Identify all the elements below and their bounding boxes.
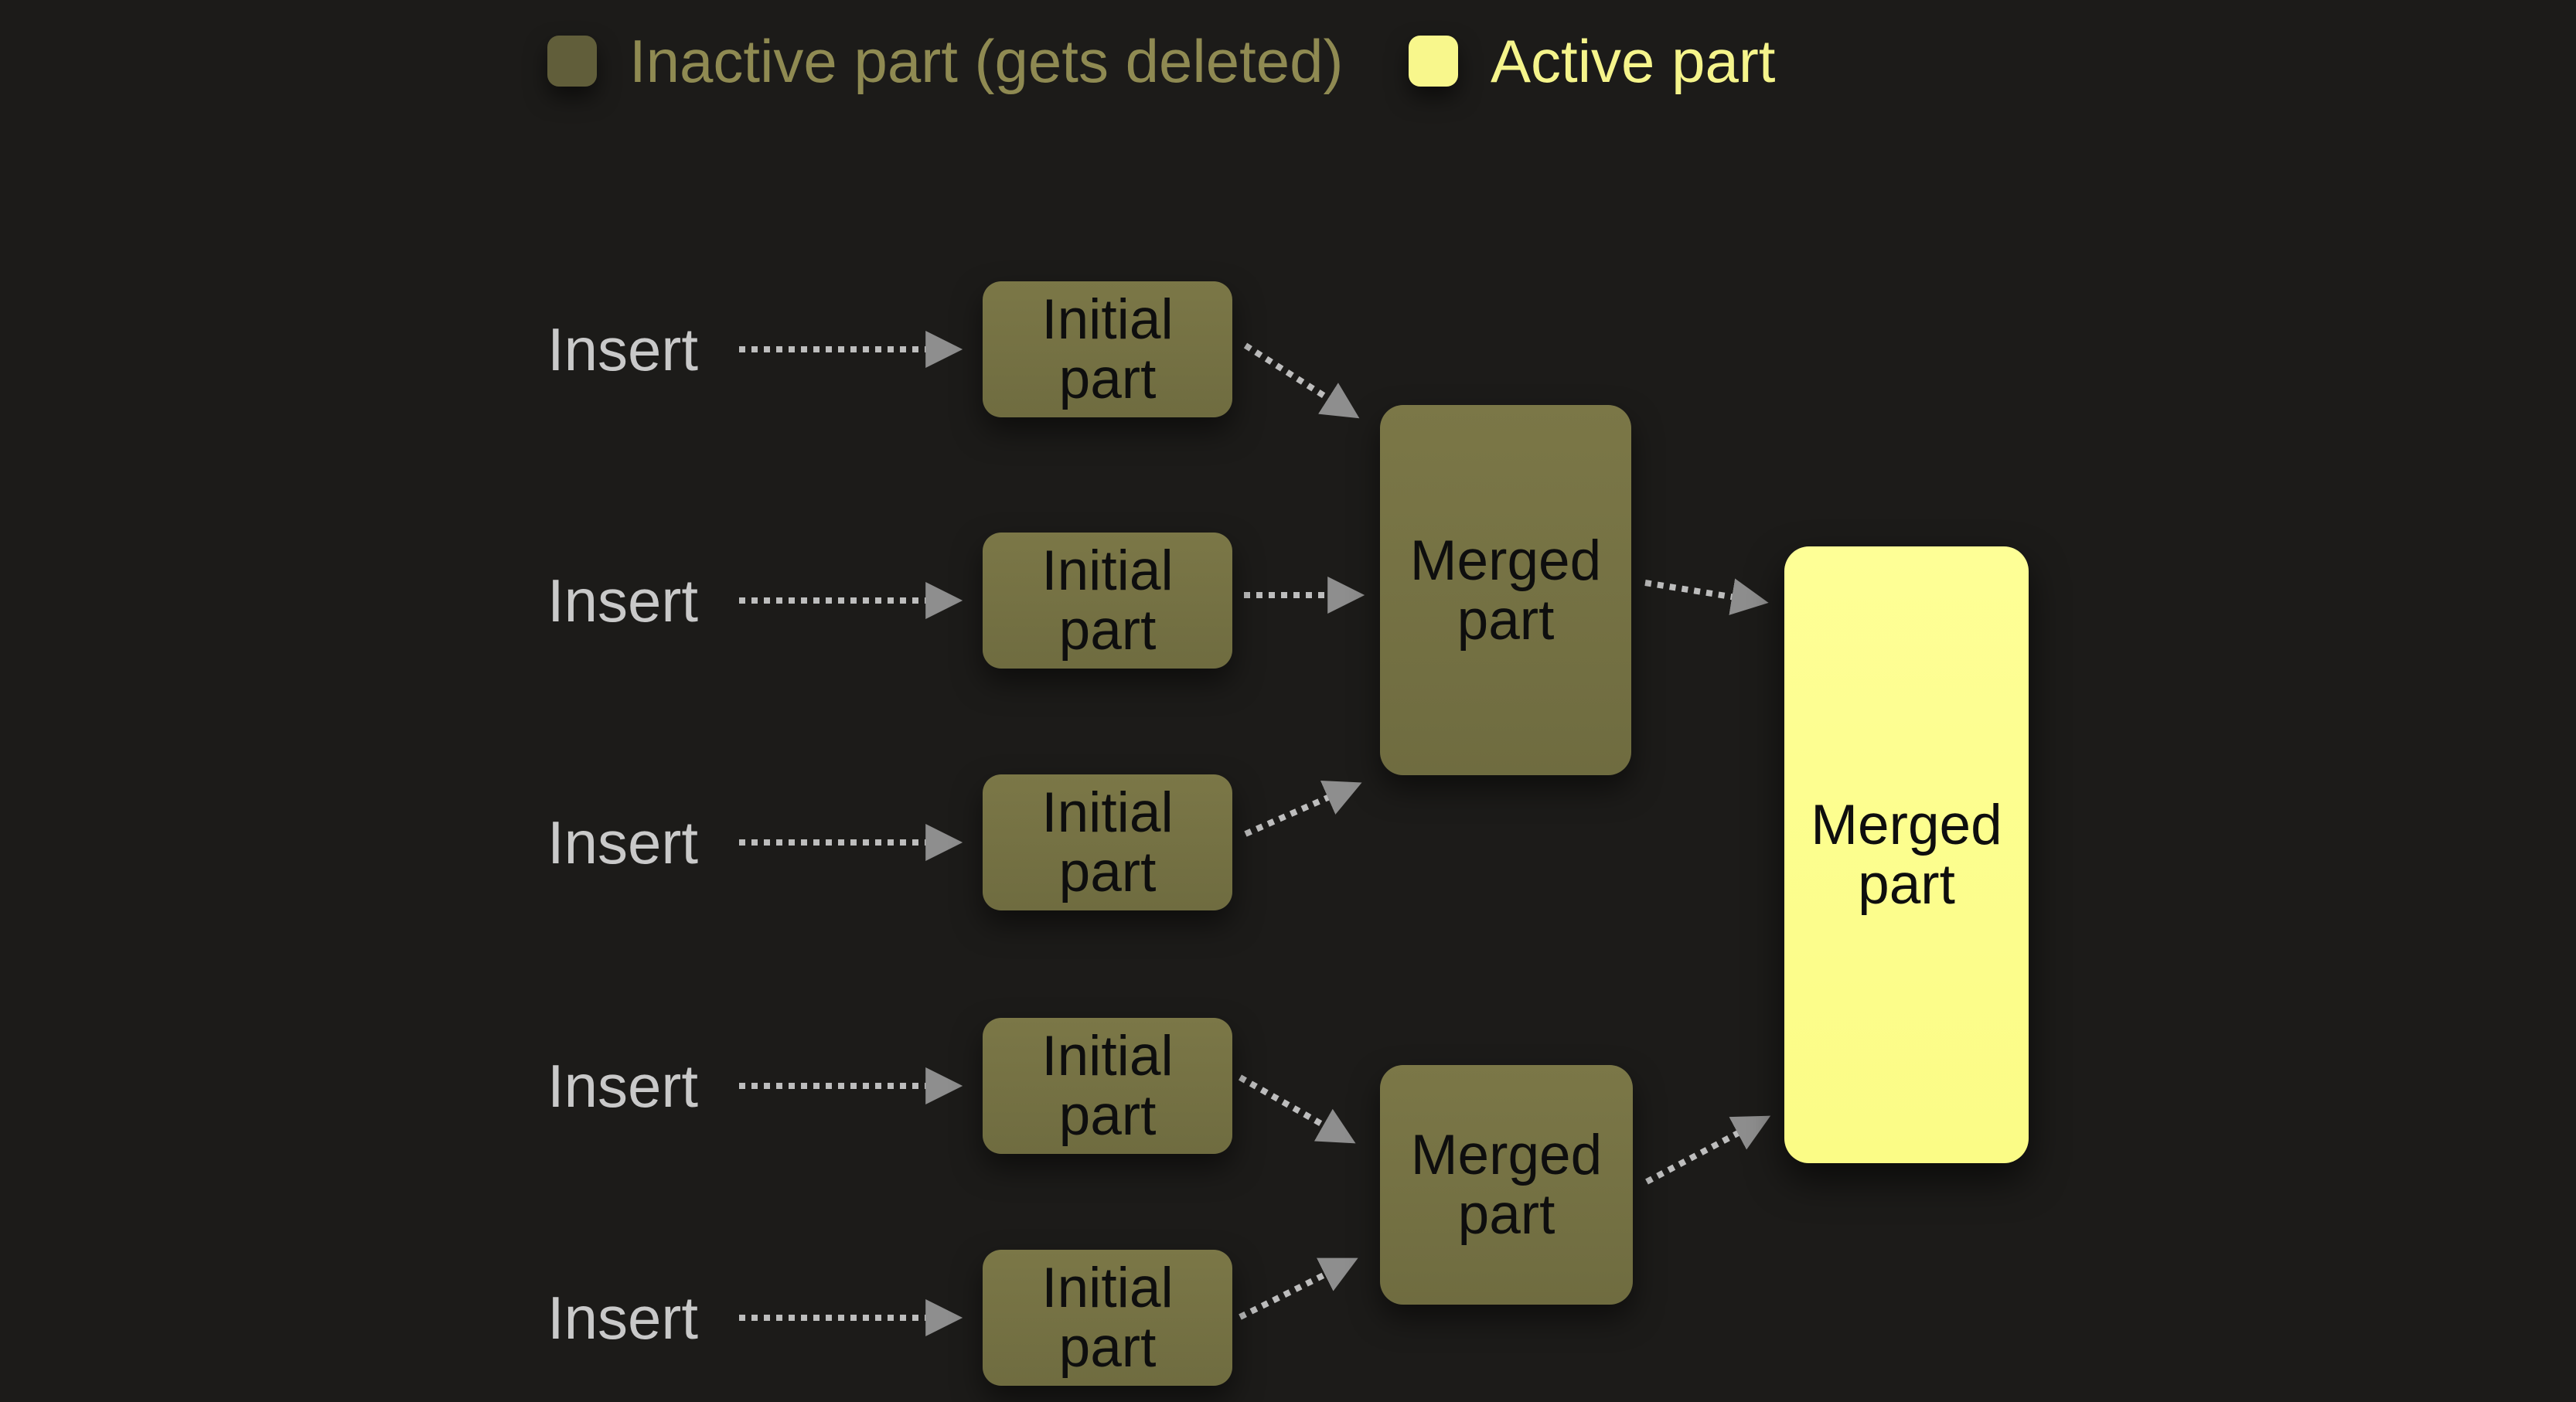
active-merged-part-box: Merged part (1784, 546, 2029, 1163)
initial-part-box-5: Initial part (983, 1250, 1232, 1386)
insert-label-3: Insert (547, 808, 699, 876)
merged-part-label-2: Merged part (1410, 1124, 1603, 1246)
insert-label-5: Insert (547, 1284, 699, 1352)
merged-part-box-2: Merged part (1380, 1065, 1633, 1305)
initial-part-box-2: Initial part (983, 533, 1232, 669)
legend-label-active: Active part (1491, 27, 1776, 95)
initial-part-label-4: Initial part (1041, 1025, 1174, 1147)
arrow-merged1-to-final (1644, 578, 1769, 615)
legend-label-inactive: Inactive part (gets deleted) (629, 27, 1344, 95)
initial-part-box-3: Initial part (983, 774, 1232, 910)
legend-item-inactive: Inactive part (gets deleted) (547, 27, 1344, 95)
insert-label-2: Insert (547, 567, 699, 635)
merged-part-box-1: Merged part (1380, 405, 1631, 775)
insert-label-1: Insert (547, 315, 699, 383)
legend-swatch-active (1409, 36, 1458, 87)
initial-part-label-1: Initial part (1041, 288, 1174, 410)
arrow-merged2-to-final (1645, 1115, 1771, 1185)
legend-swatch-inactive (547, 36, 597, 87)
arrow-initial1-to-merged1 (1243, 342, 1360, 419)
initial-part-label-5: Initial part (1041, 1257, 1174, 1379)
arrow-initial4-to-merged2 (1239, 1074, 1356, 1144)
active-merged-part-label: Merged part (1811, 794, 2002, 916)
arrow-initial3-to-merged1 (1244, 780, 1362, 837)
initial-part-box-4: Initial part (983, 1018, 1232, 1154)
initial-part-box-1: Initial part (983, 281, 1232, 417)
legend-item-active: Active part (1409, 27, 1776, 95)
merged-part-label-1: Merged part (1409, 529, 1602, 652)
arrow-initial5-to-merged2 (1239, 1257, 1358, 1320)
initial-part-label-3: Initial part (1041, 781, 1174, 903)
initial-part-label-2: Initial part (1041, 539, 1174, 662)
insert-label-4: Insert (547, 1052, 699, 1120)
